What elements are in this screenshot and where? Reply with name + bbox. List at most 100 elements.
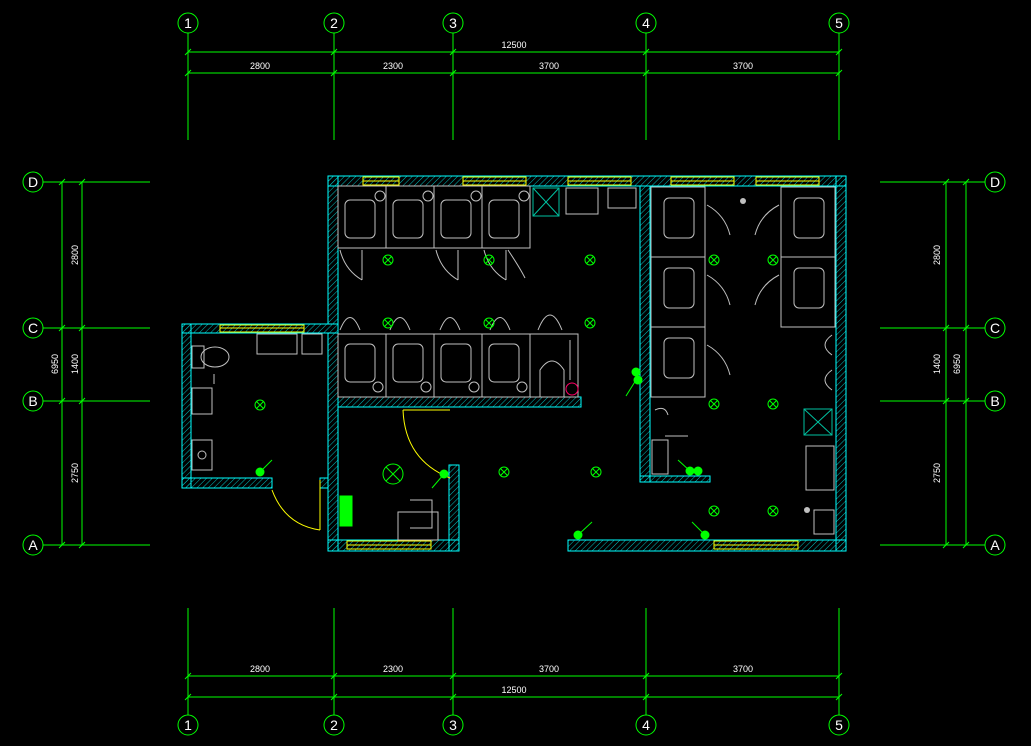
dimension-tick xyxy=(330,693,338,701)
window xyxy=(670,176,735,186)
toilet-stall xyxy=(385,185,435,249)
dimension-tick xyxy=(642,672,650,680)
ceiling-light xyxy=(483,254,495,266)
left-dimensions: 6950 2800 1400 2750 xyxy=(50,245,80,483)
switch xyxy=(255,459,273,477)
bottom-dimension-3: 3700 xyxy=(539,664,559,674)
dimension-tick xyxy=(449,693,457,701)
dimension-tick xyxy=(449,48,457,56)
stall-door xyxy=(339,317,361,331)
switch xyxy=(625,367,643,397)
stall-door xyxy=(706,344,731,376)
toilet-stall xyxy=(481,185,531,249)
top-total-dimension: 12500 xyxy=(501,40,526,50)
annex-sink xyxy=(191,387,213,415)
dimension-tick xyxy=(78,397,86,405)
bottom-dimension-4: 3700 xyxy=(733,664,753,674)
grid-label: D xyxy=(28,174,38,190)
dimension-tick xyxy=(330,48,338,56)
toilet-stall xyxy=(385,333,435,398)
fixtures xyxy=(191,185,836,541)
switch xyxy=(677,459,703,476)
ceiling-light xyxy=(708,398,720,410)
left-dimension-2: 1400 xyxy=(70,354,80,374)
grid-label: 4 xyxy=(642,717,650,733)
grid-bubble-right-d: D xyxy=(984,171,1006,193)
ceiling-light xyxy=(584,317,596,329)
top-dimension-2: 2300 xyxy=(383,61,403,71)
wall-left-main-lower xyxy=(327,332,339,552)
fire-cabinet xyxy=(339,495,353,527)
wall-annex-right-stub xyxy=(319,477,329,489)
toilet-stall xyxy=(780,186,836,258)
stall-door xyxy=(706,274,731,306)
grid-bubble-top-4: 4 xyxy=(635,12,657,34)
toilet-stall xyxy=(780,256,836,328)
grid-bubble-bottom-2: 2 xyxy=(323,714,345,736)
grid-label: C xyxy=(28,320,38,336)
column-bubbles-bottom: 1 2 3 4 5 xyxy=(177,714,850,736)
dimension-tick xyxy=(78,324,86,332)
grid-label: A xyxy=(990,537,1000,553)
stall-door xyxy=(439,317,461,331)
bottom-dimension-1: 2800 xyxy=(250,664,270,674)
stall-row-middle xyxy=(337,314,579,398)
toilet-stall xyxy=(433,333,483,398)
stall-column-far-right xyxy=(754,186,836,328)
right-dimensions: 2800 1400 2750 6950 xyxy=(932,245,962,483)
toilet-stall xyxy=(650,256,706,328)
left-total-dimension: 6950 xyxy=(50,354,60,374)
bottom-total-dimension: 12500 xyxy=(501,685,526,695)
dimension-tick xyxy=(184,48,192,56)
grid-bubble-left-a: A xyxy=(22,534,44,556)
grid-bubble-left-c: C xyxy=(22,317,44,339)
wall-partition-bottom xyxy=(639,475,711,483)
stall-door xyxy=(754,204,780,236)
counter-right xyxy=(805,445,835,535)
stall-door xyxy=(537,314,563,331)
grid-bubble-left-d: D xyxy=(22,171,44,193)
wall-left-main-upper xyxy=(327,175,339,325)
grid-bubble-bottom-3: 3 xyxy=(442,714,464,736)
switch xyxy=(431,469,449,489)
floor-drain xyxy=(804,507,810,513)
wall-right-main xyxy=(835,175,847,552)
floor-drains xyxy=(740,198,810,513)
grid-label: B xyxy=(990,393,999,409)
column-bubbles-top: 1 2 3 4 5 xyxy=(177,12,850,34)
dimension-tick xyxy=(835,69,843,77)
ceiling-light xyxy=(382,254,394,266)
dimension-tick xyxy=(962,178,970,186)
mop-sink-right xyxy=(803,408,833,436)
switch xyxy=(573,521,593,540)
grid-label: A xyxy=(28,537,38,553)
switches xyxy=(255,367,710,540)
ceiling-lights xyxy=(254,254,779,517)
window xyxy=(219,324,305,333)
grid-label: B xyxy=(28,393,37,409)
sink-counter xyxy=(565,187,637,215)
grid-bubble-top-5: 5 xyxy=(828,12,850,34)
grid-bubble-top-3: 3 xyxy=(442,12,464,34)
stall-door xyxy=(339,249,363,281)
stall-row-top xyxy=(337,185,531,281)
floor-drain xyxy=(740,198,746,204)
top-dimensions: 12500 2800 2300 3700 3700 xyxy=(250,40,753,71)
window xyxy=(346,540,432,550)
grid-label: 1 xyxy=(184,15,192,31)
window xyxy=(567,176,632,186)
dimension-tick xyxy=(942,178,950,186)
dimension-tick xyxy=(942,541,950,549)
dimension-tick xyxy=(184,672,192,680)
grid-label: 2 xyxy=(330,717,338,733)
accessible-fixtures xyxy=(651,407,688,475)
wall-partition-vertical xyxy=(639,185,651,483)
dimension-tick xyxy=(58,324,66,332)
ceiling-light xyxy=(767,505,779,517)
dimension-tick xyxy=(58,178,66,186)
stall-door xyxy=(483,249,507,281)
grid-label: 3 xyxy=(449,717,457,733)
toilet-stall xyxy=(337,333,387,398)
ceiling-light xyxy=(767,254,779,266)
